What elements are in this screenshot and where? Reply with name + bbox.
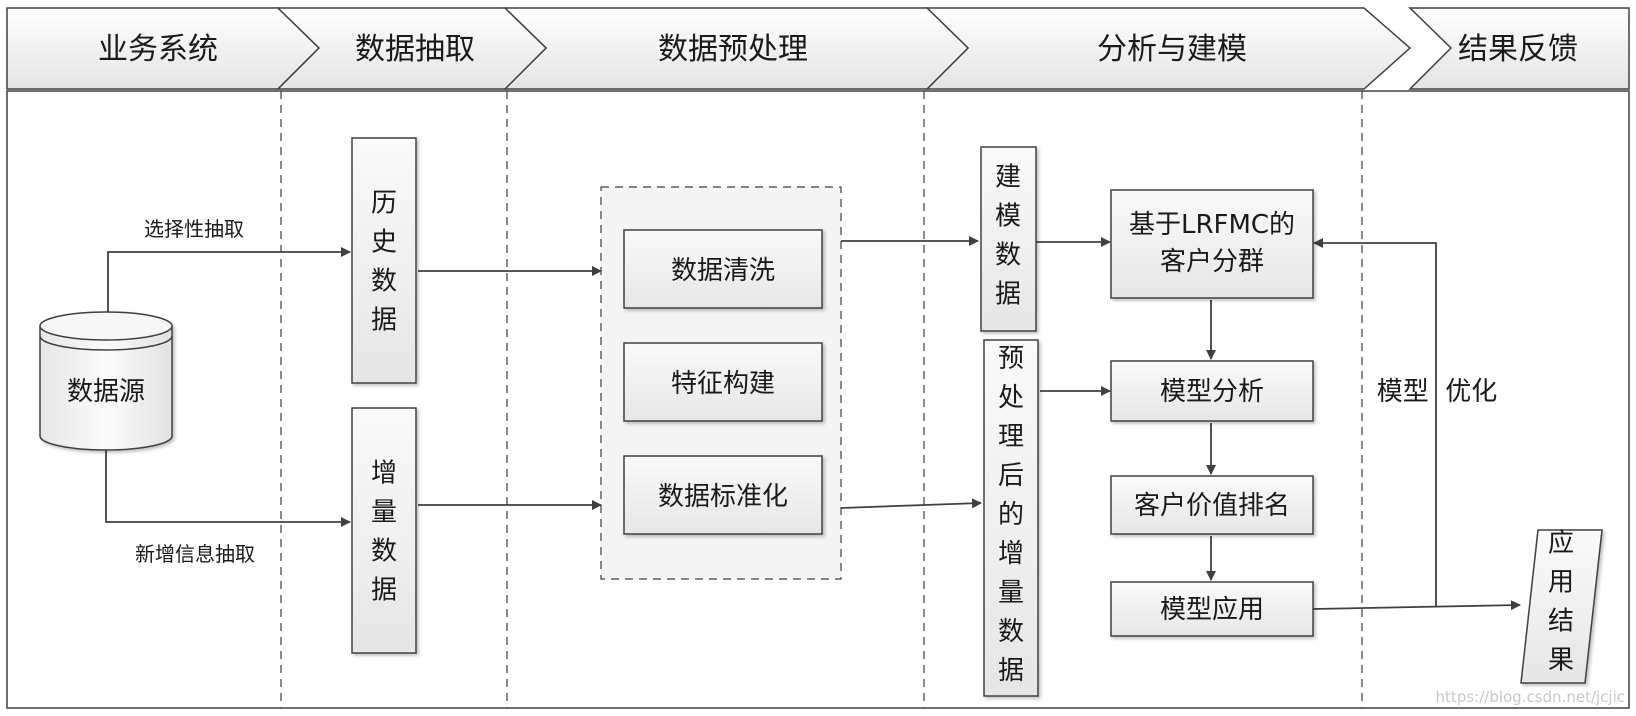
- standardize-box: [623, 455, 823, 535]
- data-source-cylinder: [39, 311, 173, 451]
- ranking-box: [1110, 475, 1314, 535]
- stage-chevron-extract: [276, 7, 548, 90]
- feature-box: [623, 342, 823, 422]
- model-data-box: [980, 146, 1037, 332]
- arrow-optimize-feedback: [1313, 238, 1437, 607]
- stage-header: 业务系统 数据抽取 数据预处理 分析与建模 结果反馈: [6, 7, 1630, 90]
- stage-label-preprocess: 数据预处理: [658, 32, 808, 67]
- result-label: 应用结果: [1548, 529, 1574, 676]
- arrow-source-to-history: [107, 247, 351, 314]
- apply-box: [1110, 581, 1314, 637]
- analysis-label: 模型分析: [1160, 377, 1264, 407]
- stage-label-extract: 数据抽取: [355, 32, 475, 67]
- edge-label-select: 选择性抽取: [144, 217, 244, 241]
- stage-chevron-feedback: [1408, 7, 1630, 90]
- data-source-label: 数据源: [67, 377, 145, 407]
- standardize-label: 数据标准化: [658, 482, 788, 512]
- watermark: https://blog.csdn.net/jcjic: [1436, 688, 1625, 706]
- stage-label-feedback: 结果反馈: [1458, 32, 1578, 67]
- processed-increment-label: 预处理后的增量数据: [998, 344, 1024, 686]
- lane-separators: [280, 91, 1363, 708]
- clean-label: 数据清洗: [671, 256, 775, 286]
- arrow-preprocess-to-processed-increment: [840, 498, 982, 509]
- cluster-label-line1: 基于LRFMC的: [1129, 210, 1295, 240]
- feature-label: 特征构建: [671, 369, 775, 399]
- history-data-box: [351, 137, 417, 384]
- analysis-box: [1110, 360, 1314, 422]
- ranking-label: 客户价值排名: [1134, 491, 1290, 521]
- clean-box: [623, 229, 823, 309]
- apply-label: 模型应用: [1160, 595, 1264, 625]
- model-data-label: 建模数据: [995, 163, 1021, 310]
- cluster-label-line2: 客户分群: [1160, 247, 1264, 277]
- stage-label-modeling: 分析与建模: [1097, 32, 1247, 67]
- arrow-apply-to-result: [1312, 600, 1521, 611]
- increment-data-box: [351, 407, 417, 654]
- cluster-box: [1110, 189, 1314, 299]
- edge-label-optimize: 模型 优化: [1377, 377, 1498, 407]
- history-data-label: 历史数据: [371, 189, 397, 336]
- arrow-source-to-increment: [105, 449, 351, 527]
- processed-increment-box: [983, 339, 1039, 697]
- stage-label-business: 业务系统: [98, 32, 218, 67]
- increment-data-label: 增量数据: [371, 459, 397, 606]
- result-shape: [1520, 529, 1603, 684]
- edge-label-incremental: 新增信息抽取: [135, 542, 255, 566]
